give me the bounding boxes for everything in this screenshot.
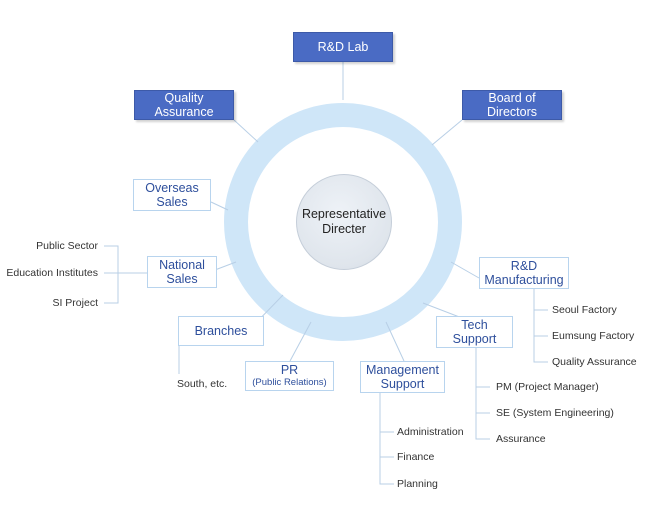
leaf-planning: Planning: [397, 478, 438, 490]
management-support-node: Management Support: [360, 361, 445, 393]
tech-support-node: Tech Support: [436, 316, 513, 348]
leaf-south-etc: South, etc.: [177, 378, 228, 390]
board-of-directors-node: Board of Directors: [462, 90, 562, 120]
leaf-assurance: Assurance: [496, 433, 546, 445]
tech-line2: Support: [452, 332, 497, 346]
leaf-public-sector: Public Sector: [36, 240, 98, 252]
rnd-lab-node: R&D Lab: [293, 32, 393, 62]
pr-line1: PR: [280, 363, 299, 377]
quality-assurance-node: Quality Assurance: [134, 90, 234, 120]
ring-dots: [256, 155, 430, 303]
leaf-eumsung-factory: Eumsung Factory: [552, 330, 635, 342]
mgmt-line2: Support: [380, 377, 425, 391]
rndm-line1: R&D: [510, 259, 538, 273]
leaf-education-institutes: Education Institutes: [6, 267, 98, 279]
representative-director-node: Representative Directer: [296, 174, 392, 270]
national-sales-node: National Sales: [147, 256, 217, 288]
mgmt-line1: Management: [366, 363, 439, 377]
qa-line2: Assurance: [154, 105, 214, 119]
pr-node: PR (Public Relations): [245, 361, 334, 391]
branches-node: Branches: [178, 316, 264, 346]
board-line1: Board of: [488, 91, 536, 105]
outer-ring: [224, 103, 462, 341]
leaf-seoul-factory: Seoul Factory: [552, 304, 617, 316]
pr-line2: (Public Relations): [252, 377, 327, 388]
leaf-administration: Administration: [397, 426, 464, 438]
rnd-manufacturing-node: R&D Manufacturing: [479, 257, 569, 289]
overseas-line2: Sales: [156, 195, 188, 209]
national-line2: Sales: [166, 272, 198, 286]
board-line2: Directors: [486, 105, 537, 119]
leaf-quality-assurance: Quality Assurance: [552, 356, 637, 368]
center-line1: Representative: [301, 207, 387, 221]
leaf-finance: Finance: [397, 451, 435, 463]
leaf-si-project: SI Project: [52, 297, 98, 309]
qa-line1: Quality: [164, 91, 204, 105]
overseas-line1: Overseas: [145, 181, 199, 195]
national-line1: National: [159, 258, 205, 272]
center-line2: Directer: [322, 222, 366, 236]
leaf-se: SE (System Engineering): [496, 407, 614, 419]
leaf-brackets: [104, 245, 548, 485]
rndm-line2: Manufacturing: [484, 273, 564, 287]
rnd-lab-label: R&D Lab: [317, 40, 369, 54]
branches-label: Branches: [194, 324, 248, 338]
overseas-sales-node: Overseas Sales: [133, 179, 211, 211]
tech-line1: Tech: [461, 318, 488, 332]
leaf-pm: PM (Project Manager): [496, 381, 599, 393]
